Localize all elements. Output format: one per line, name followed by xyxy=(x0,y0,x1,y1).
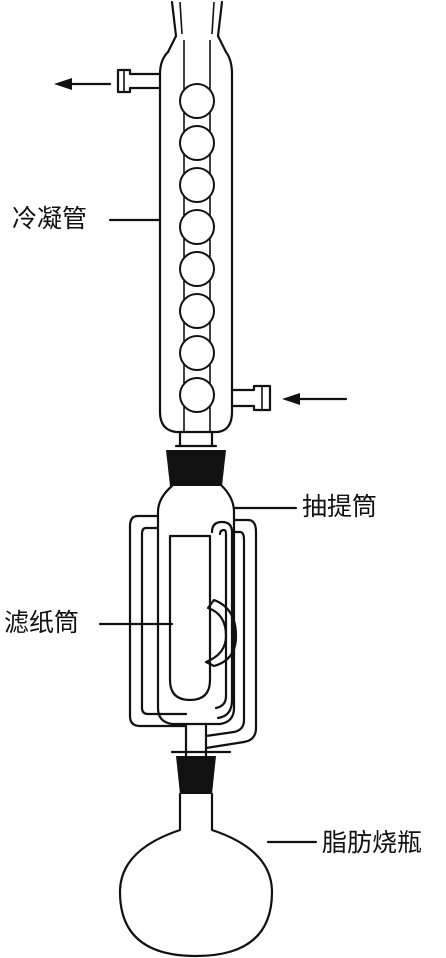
vapor-tube xyxy=(128,514,188,728)
condenser-bulb xyxy=(179,125,215,161)
fat-flask xyxy=(118,792,274,958)
condenser-label: 冷凝管 xyxy=(12,204,88,233)
condenser-outlet-arm xyxy=(116,68,162,94)
condenser-inlet-arm xyxy=(230,384,272,412)
condenser-bulb xyxy=(179,251,215,287)
thimble xyxy=(168,534,238,702)
lower-stopper xyxy=(176,756,216,794)
inlet-arrow-icon xyxy=(282,393,348,405)
condenser-bulb xyxy=(179,377,215,413)
extractor-label: 抽提筒 xyxy=(302,492,378,521)
condenser-tip xyxy=(174,430,218,448)
upper-stopper xyxy=(166,450,226,486)
flask-label: 脂肪烧瓶 xyxy=(322,828,423,857)
extractor-body xyxy=(156,484,236,758)
condenser-top-joint xyxy=(166,0,228,54)
siphon-tube xyxy=(204,518,258,750)
condenser-bulb xyxy=(179,293,215,329)
condenser-bulb xyxy=(179,209,215,245)
condenser-bulbs xyxy=(179,83,215,413)
condenser-bulb xyxy=(179,335,215,371)
condenser-bulb xyxy=(179,167,215,203)
condenser-bulb xyxy=(179,83,215,119)
thimble-label: 滤纸筒 xyxy=(4,608,80,637)
outlet-arrow-icon xyxy=(54,78,112,90)
